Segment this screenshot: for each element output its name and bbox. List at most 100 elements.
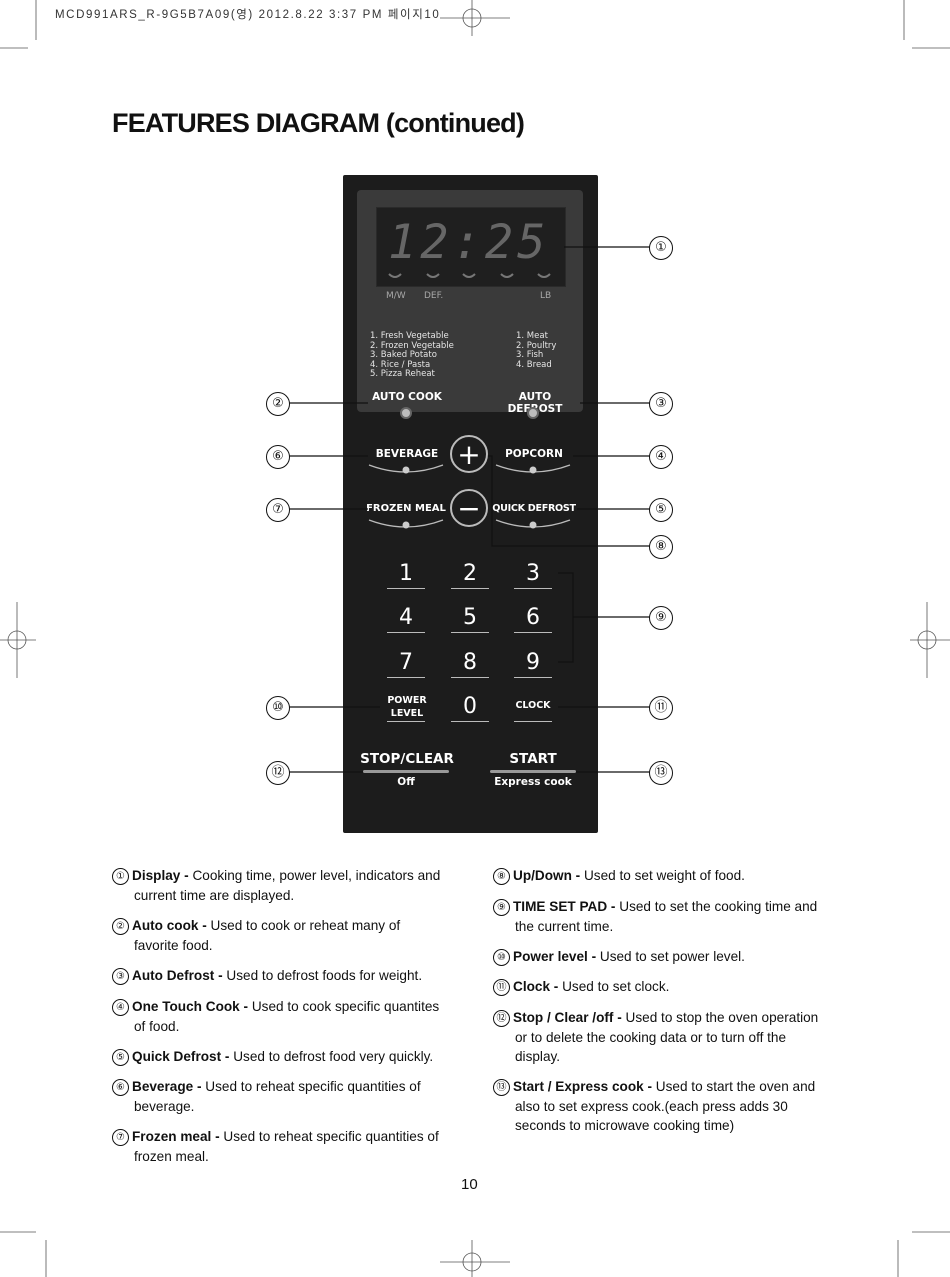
callout-9: ⑨ — [649, 606, 673, 630]
auto-defrost-list: 1. Meat 2. Poultry 3. Fish 4. Bread — [516, 331, 556, 370]
start-button[interactable]: START — [509, 751, 557, 767]
digit-2-button[interactable]: 2 — [463, 561, 477, 586]
digit-6-button[interactable]: 6 — [526, 605, 540, 630]
auto-cook-list: 1. Fresh Vegetable 2. Frozen Vegetable 3… — [370, 331, 454, 380]
auto-cook-button[interactable]: AUTO COOK — [372, 391, 442, 403]
callout-1: ① — [649, 236, 673, 260]
desc-number: ⑬ — [493, 1079, 510, 1096]
power-level-label-line1: POWER — [387, 695, 427, 706]
digit-4-button[interactable]: 4 — [399, 605, 413, 630]
desc-number: ⑦ — [112, 1129, 129, 1146]
power-level-button[interactable]: POWER LEVEL — [380, 695, 434, 720]
callout-12: ⑫ — [266, 761, 290, 785]
frozen-meal-button[interactable]: FROZEN MEAL — [366, 503, 446, 514]
list-item: 2. Frozen Vegetable — [370, 340, 454, 351]
callout-11: ⑪ — [649, 696, 673, 720]
callout-6: ⑥ — [266, 445, 290, 469]
lcd-time: 12:25 — [388, 215, 550, 270]
desc-text: Used to reheat specific quantities of — [201, 1079, 421, 1094]
callout-5: ⑤ — [649, 498, 673, 522]
digit-5-button[interactable]: 5 — [463, 605, 477, 630]
desc-number: ⑥ — [112, 1079, 129, 1096]
digit-0-button[interactable]: 0 — [463, 694, 477, 719]
callout-2: ② — [266, 392, 290, 416]
desc-term: One Touch Cook - — [132, 999, 249, 1014]
desc-term: Start / Express cook - — [513, 1079, 653, 1094]
desc-term: Clock - — [513, 979, 559, 994]
list-item: 3. Baked Potato — [370, 350, 437, 361]
lcd-display — [376, 207, 566, 287]
express-cook-label: Express cook — [494, 776, 572, 788]
desc-number: ③ — [112, 968, 129, 985]
desc-text: Used to set clock. — [558, 979, 670, 994]
lcd-indicator-ticks — [388, 273, 551, 278]
callout-8: ⑧ — [649, 535, 673, 559]
digit-7-button[interactable]: 7 — [399, 650, 413, 675]
indicator-lb: LB — [540, 291, 552, 301]
desc-term: Power level - — [513, 949, 597, 964]
list-item: 3. Fish — [516, 350, 544, 361]
digit-3-button[interactable]: 3 — [526, 561, 540, 586]
desc-cont: current time are displayed. — [134, 887, 295, 903]
clock-button[interactable]: CLOCK — [515, 700, 551, 711]
callout-7: ⑦ — [266, 498, 290, 522]
desc-cont: the current time. — [515, 918, 614, 934]
desc-number: ⑨ — [493, 899, 510, 916]
auto-defrost-indicator — [527, 407, 539, 419]
desc-number: ⑪ — [493, 979, 510, 996]
desc-term: Auto Defrost - — [132, 968, 223, 983]
desc-number: ⑫ — [493, 1010, 510, 1027]
callout-4: ④ — [649, 445, 673, 469]
desc-number: ④ — [112, 999, 129, 1016]
list-item: 1. Fresh Vegetable — [370, 331, 449, 341]
beverage-button[interactable]: BEVERAGE — [375, 448, 439, 460]
digit-8-button[interactable]: 8 — [463, 650, 477, 675]
leader-lines — [289, 246, 650, 773]
desc-term: Display - — [132, 868, 189, 883]
desc-text: Used to defrost foods for weight. — [222, 968, 423, 983]
desc-number: ② — [112, 918, 129, 935]
desc-term: Quick Defrost - — [132, 1049, 230, 1064]
desc-text: Used to set weight of food. — [580, 868, 745, 883]
desc-term: Auto cook - — [132, 918, 207, 933]
callout-13: ⑬ — [649, 761, 673, 785]
digit-1-button[interactable]: 1 — [399, 561, 413, 586]
list-item: 4. Rice / Pasta — [370, 359, 431, 370]
desc-cont: frozen meal. — [134, 1148, 209, 1164]
desc-cont: of food. — [134, 1018, 180, 1034]
indicator-def: DEF. — [424, 291, 444, 301]
desc-text: Used to defrost food very quickly. — [229, 1049, 434, 1064]
desc-text: Used to set power level. — [596, 949, 745, 964]
indicator-mw: M/W — [386, 291, 406, 301]
page-title: FEATURES DIAGRAM (continued) — [112, 108, 525, 138]
minus-button[interactable]: − — [450, 489, 488, 527]
desc-term: Frozen meal - — [132, 1129, 220, 1144]
desc-text: Used to reheat specific quantities of — [219, 1129, 439, 1144]
desc-cont: also to set express cook.(each press add… — [515, 1098, 788, 1134]
desc-text: Used to start the oven and — [652, 1079, 816, 1094]
stop-clear-button[interactable]: STOP/CLEAR — [360, 751, 454, 767]
list-item: 1. Meat — [516, 331, 548, 341]
desc-text: Used to set the cooking time and — [615, 899, 818, 914]
desc-cont: beverage. — [134, 1098, 195, 1114]
page-number: 10 — [461, 1176, 478, 1193]
desc-text: Used to stop the oven operation — [621, 1010, 819, 1025]
list-item: 4. Bread — [516, 359, 552, 370]
plus-button[interactable]: + — [450, 435, 488, 473]
digit-9-button[interactable]: 9 — [526, 650, 540, 675]
quick-defrost-button[interactable]: QUICK DEFROST — [492, 503, 576, 514]
desc-cont: favorite food. — [134, 937, 213, 953]
popcorn-button[interactable]: POPCORN — [505, 448, 563, 460]
desc-term: TIME SET PAD - — [513, 899, 616, 914]
